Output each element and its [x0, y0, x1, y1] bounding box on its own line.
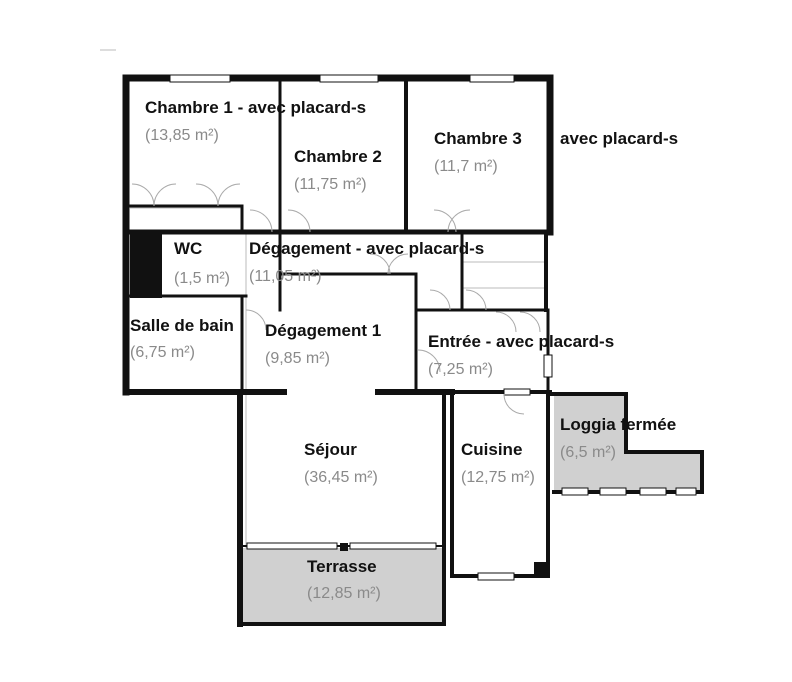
loggia-name: Loggia fermée: [560, 415, 676, 434]
wc-name: WC: [174, 239, 202, 258]
wc-shaft: [130, 234, 162, 298]
chambre2-area: (11,75 m²): [294, 176, 367, 193]
doors: [131, 183, 541, 415]
chambre2-name: Chambre 2: [294, 147, 382, 166]
salle-de-bain-name: Salle de bain: [130, 316, 234, 335]
entree-area: (7,25 m²): [428, 361, 493, 378]
degagement-name: Dégagement - avec placard-s: [249, 239, 484, 258]
walls: [122, 74, 704, 627]
chambre1-area: (13,85 m²): [145, 127, 219, 144]
terrasse-post: [340, 543, 348, 551]
chambre3-name: Chambre 3: [434, 129, 522, 148]
cuisine-area: (12,75 m²): [461, 469, 535, 486]
loggia-area: (6,5 m²): [560, 444, 616, 461]
terrasse-name: Terrasse: [307, 557, 377, 576]
terrasse-floor: [240, 548, 444, 624]
chambre3-area: (11,7 m²): [434, 158, 498, 175]
degagement-area: (11,05 m²): [249, 268, 322, 285]
windows: [169, 74, 697, 581]
wc-area: (1,5 m²): [174, 270, 230, 287]
loggia-floor: [554, 396, 700, 492]
chambre1-name: Chambre 1 - avec placard-s: [145, 98, 366, 117]
cuisine-corner: [534, 562, 550, 578]
sejour-name: Séjour: [304, 440, 357, 459]
salle-de-bain-area: (6,75 m²): [130, 344, 195, 361]
cuisine-name: Cuisine: [461, 440, 522, 459]
chambre3-name-suffix: avec placard-s: [560, 129, 678, 148]
terrasse-area: (12,85 m²): [307, 585, 381, 602]
partitions: [130, 207, 546, 548]
labels: Chambre 1 - avec placard-s (13,85 m²) Ch…: [130, 98, 678, 602]
degagement1-name: Dégagement 1: [265, 321, 381, 340]
entree-name: Entrée - avec placard-s: [428, 332, 614, 351]
sejour-area: (36,45 m²): [304, 469, 378, 486]
degagement1-area: (9,85 m²): [265, 350, 330, 367]
